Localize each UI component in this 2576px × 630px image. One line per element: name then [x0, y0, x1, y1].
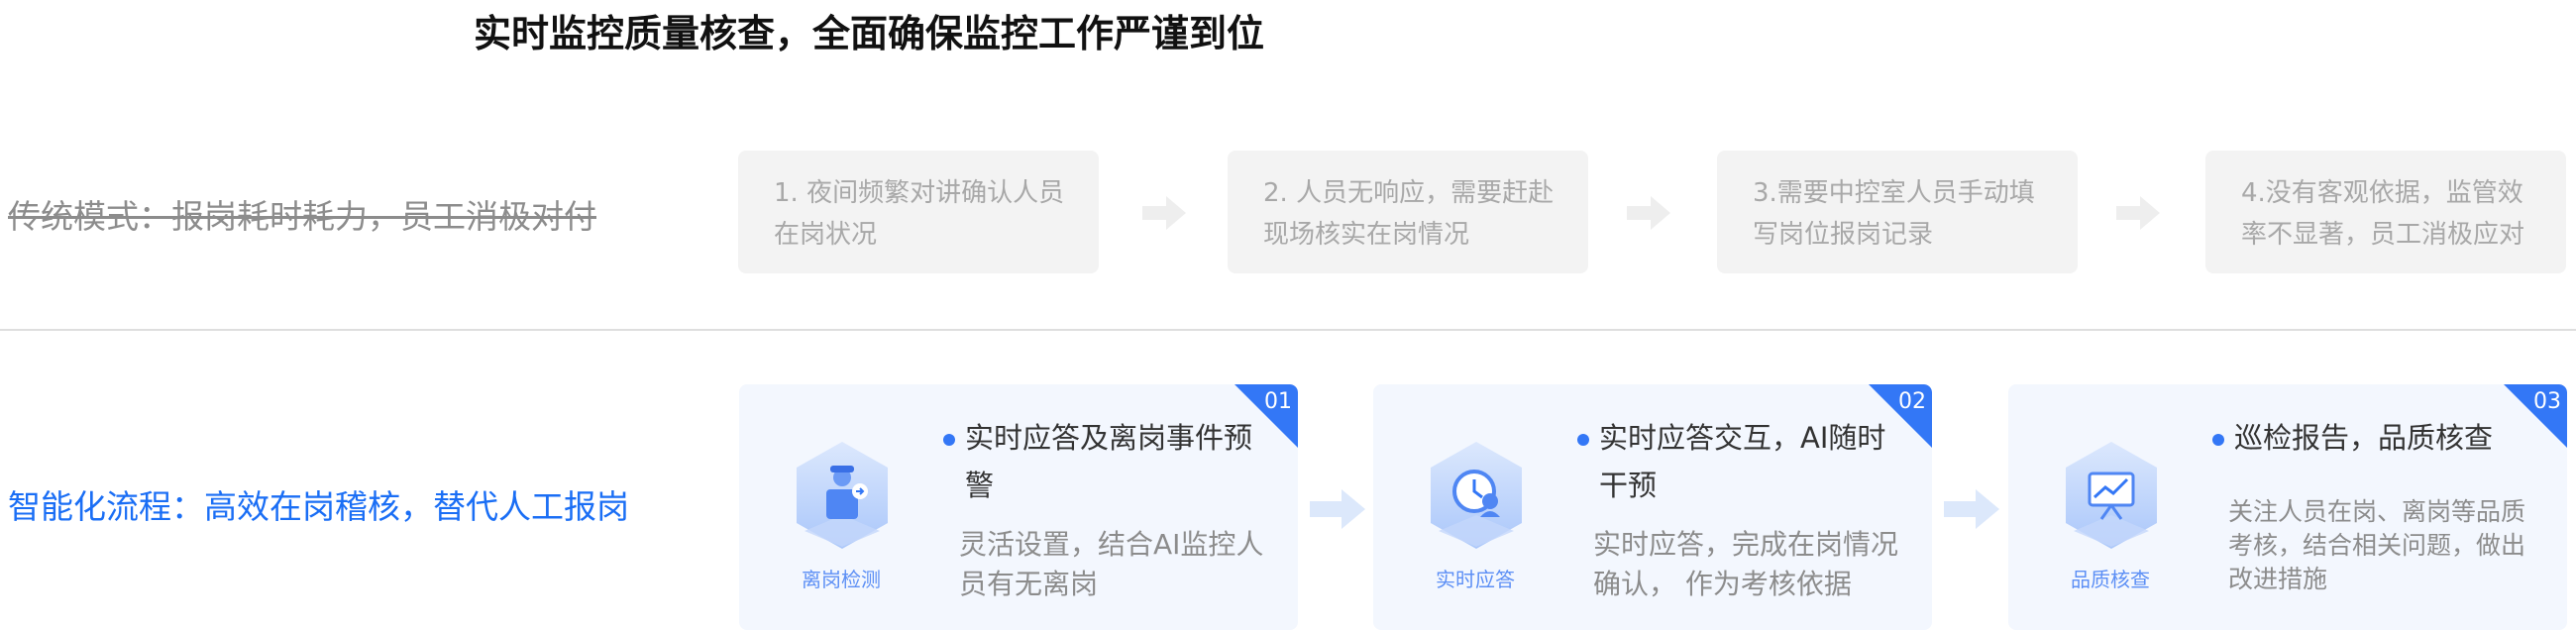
- traditional-step-4: 4.没有客观依据，监管效率不显著，员工消极应对: [2205, 151, 2566, 273]
- card-description: 实时应答，完成在岗情况确认， 作为考核依据: [1593, 528, 1899, 600]
- section-divider: [0, 329, 2576, 331]
- bullet-dot: [2212, 434, 2224, 446]
- smart-flow-label: 智能化流程：高效在岗稽核，替代人工报岗: [8, 487, 629, 526]
- step-number: 03: [2533, 389, 2561, 414]
- arrow-right-icon: [2116, 196, 2160, 230]
- smart-card-3: 03 品质核查 巡检报告，品质核查 关注人员在岗、离岗等品质考核，结合相关问题，…: [2008, 384, 2567, 630]
- traditional-step-2: 2. 人员无响应，需要赶赴现场核实在岗情况: [1228, 151, 1588, 273]
- step-number: 02: [1898, 389, 1926, 414]
- card-heading: 实时应答交互，AI随时干预: [1599, 421, 1886, 502]
- bullet-dot: [943, 434, 955, 446]
- chart-board-icon: [2066, 442, 2157, 549]
- arrow-right-icon: [1142, 196, 1186, 230]
- traditional-step-1: 1. 夜间频繁对讲确认人员在岗状况: [738, 151, 1099, 273]
- traditional-step-3: 3.需要中控室人员手动填写岗位报岗记录: [1717, 151, 2078, 273]
- icon-caption: 实时应答: [1436, 568, 1515, 591]
- bullet-dot: [1577, 434, 1589, 446]
- arrow-right-icon: [1944, 489, 1999, 529]
- card-heading: 巡检报告，品质核查: [2234, 421, 2494, 455]
- smart-card-1: 01 离岗检测 实时应答及离岗事件预警 灵活设置，结合AI监控人员有无离岗: [739, 384, 1298, 630]
- guard-post-icon: [797, 442, 888, 549]
- icon-caption: 品质核查: [2071, 568, 2150, 591]
- page-title: 实时监控质量核查，全面确保监控工作严谨到位: [473, 12, 1264, 55]
- card-description: 灵活设置，结合AI监控人员有无离岗: [959, 528, 1264, 600]
- card-heading: 实时应答及离岗事件预警: [965, 421, 1253, 502]
- card-description: 关注人员在岗、离岗等品质考核，结合相关问题，做出改进措施: [2228, 497, 2526, 593]
- traditional-mode-label: 传统模式：报岗耗时耗力，员工消极对付: [8, 197, 596, 236]
- clock-user-icon: [1431, 442, 1522, 549]
- icon-caption: 离岗检测: [802, 568, 881, 591]
- smart-card-2: 02 实时应答 实时应答交互，AI随时干预 实时应答，完成在岗情况确认， 作为考…: [1373, 384, 1932, 630]
- step-number: 01: [1264, 389, 1292, 414]
- arrow-right-icon: [1310, 489, 1365, 529]
- arrow-right-icon: [1627, 196, 1670, 230]
